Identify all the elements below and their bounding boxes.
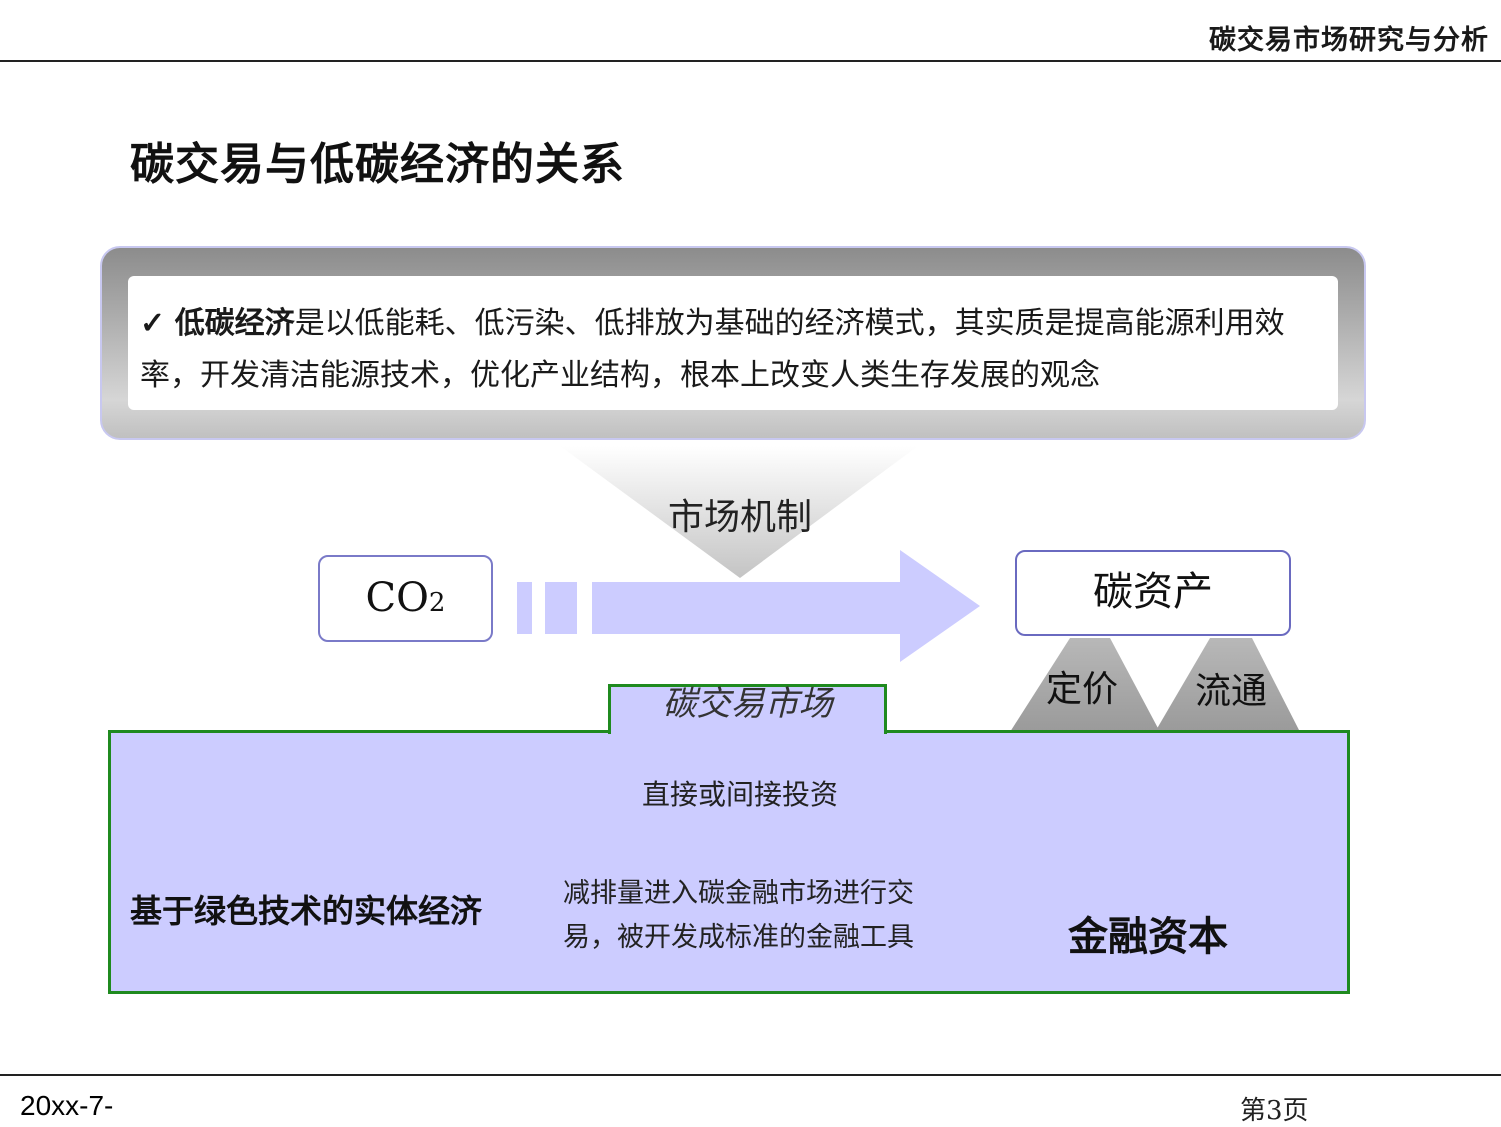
callout-text: ✓ 低碳经济是以低能耗、低污染、低排放为基础的经济模式，其实质是提高能源利用效率… — [140, 298, 1320, 402]
callout-keyword: 低碳经济 — [174, 306, 295, 341]
market-mechanism-label: 市场机制 — [667, 497, 812, 538]
carbon-asset-box: 碳资产 — [1015, 550, 1291, 636]
footer-date: 20xx-7- — [20, 1090, 114, 1121]
investment-label: 直接或间接投资 — [641, 778, 838, 811]
arrow-dash-2 — [545, 582, 577, 634]
page-title: 碳交易与低碳经济的关系 — [130, 139, 625, 190]
funnel-triangle — [560, 446, 918, 578]
circulation-label: 流通 — [1195, 671, 1268, 712]
pricing-triangle — [1010, 638, 1160, 732]
economy-box — [108, 730, 1350, 994]
pricing-label: 定价 — [1046, 669, 1119, 710]
circulation-triangle — [1155, 638, 1300, 732]
check-icon: ✓ — [140, 306, 166, 341]
co2-label: CO — [365, 575, 429, 621]
arrow-body — [592, 550, 980, 662]
footer-page-number: 第3页 — [1240, 1096, 1309, 1126]
co2-box: CO2 — [318, 555, 493, 642]
carbon-market-tab — [608, 684, 887, 734]
callout-panel — [128, 276, 1338, 410]
callout-body: 是以低能耗、低污染、低排放为基础的经济模式，其实质是提高能源利用效率，开发清洁能… — [140, 306, 1285, 393]
header-title: 碳交易市场研究与分析 — [1209, 25, 1489, 56]
footer-divider — [0, 1074, 1501, 1076]
reduction-text: 减排量进入碳金融市场进行交易，被开发成标准的金融工具 — [563, 878, 914, 953]
co2-subscript: 2 — [428, 588, 446, 618]
financial-capital-label: 金融资本 — [1068, 914, 1228, 960]
header-divider — [0, 60, 1501, 62]
real-economy-label: 基于绿色技术的实体经济 — [130, 892, 483, 930]
carbon-market-label: 碳交易市场 — [662, 684, 833, 724]
arrow-dash-1 — [517, 582, 532, 634]
